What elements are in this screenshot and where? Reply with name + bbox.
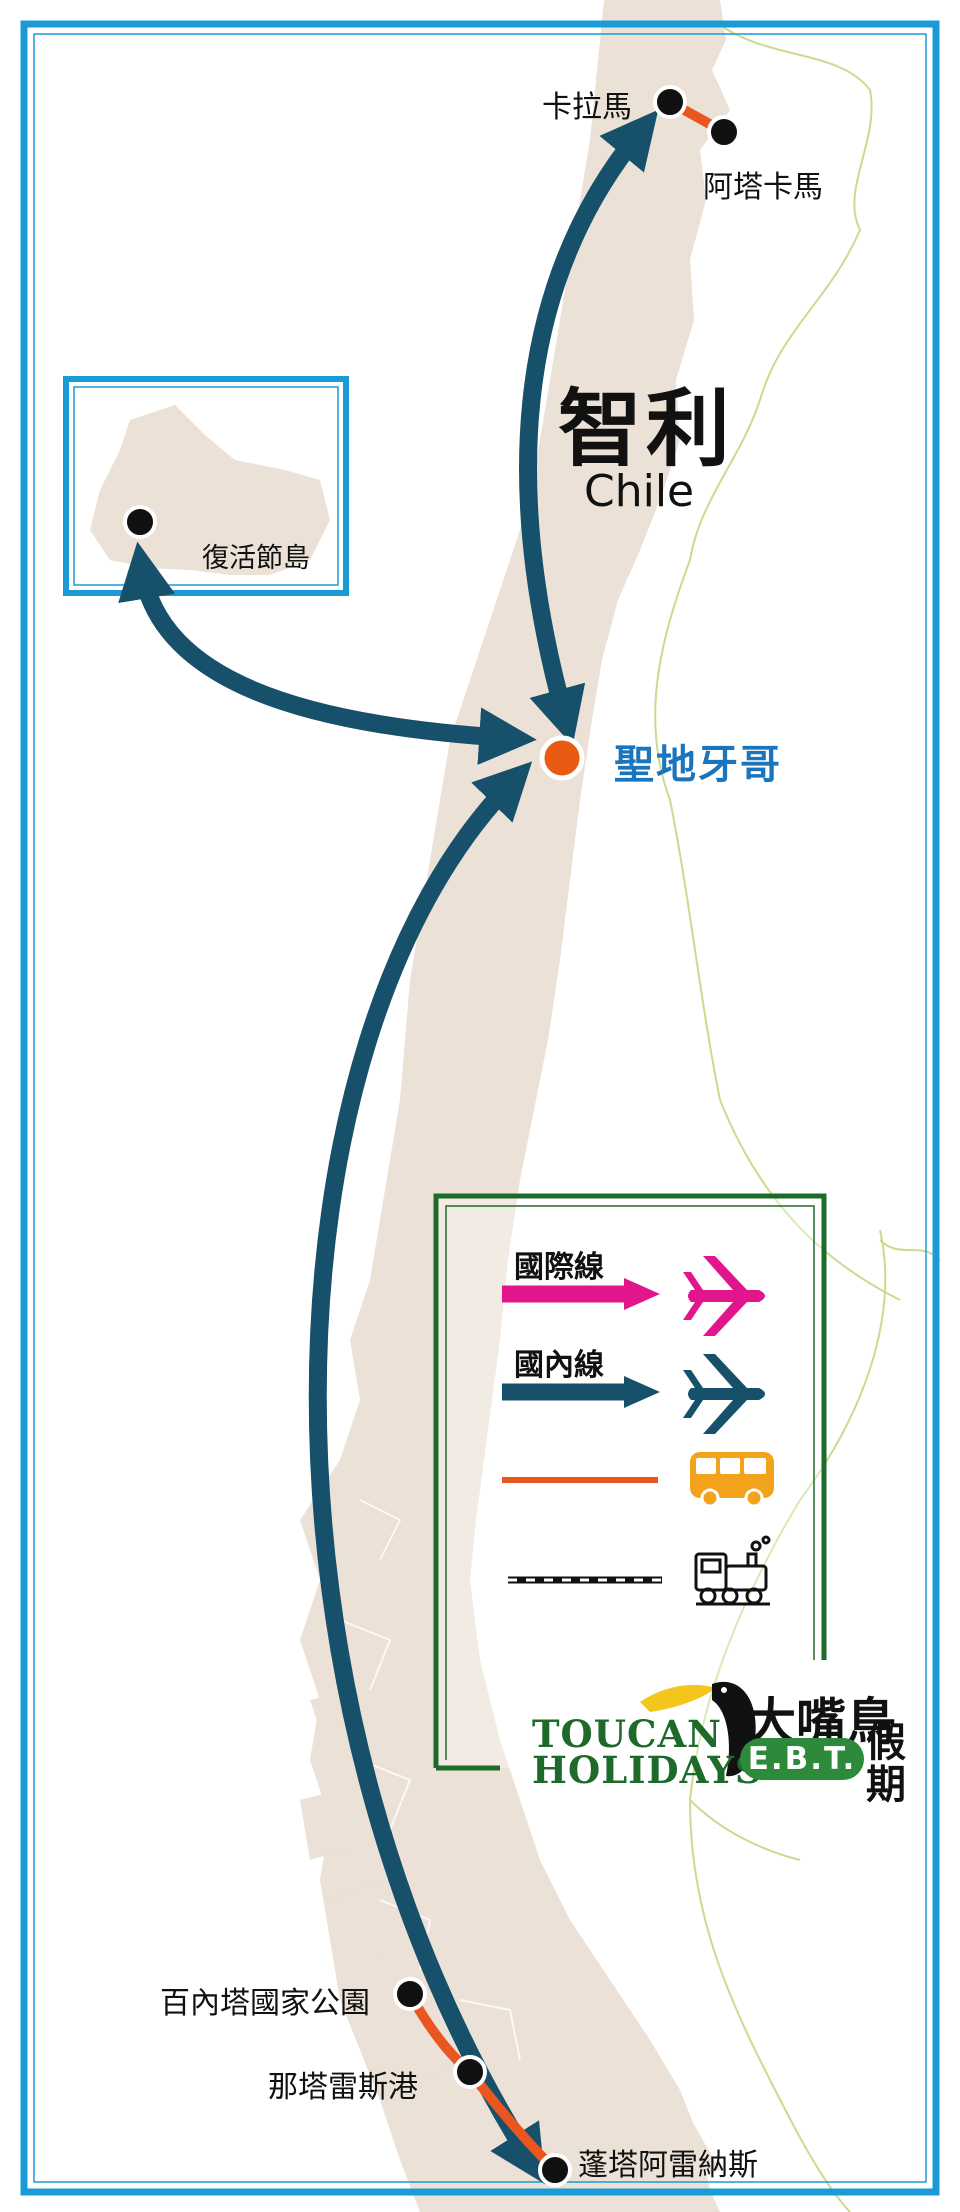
outer-frame [20, 20, 940, 2196]
legend-international-label: 國際線 [514, 1250, 604, 1285]
legend-frame-inner [445, 1205, 815, 1760]
marker-punta-arenas [538, 2153, 572, 2187]
label-atacama: 阿塔卡馬 [703, 170, 823, 205]
marker-easter-island [123, 505, 157, 539]
domestic-routes [118, 109, 659, 2185]
logo-zh-jia: 假 [866, 1720, 906, 1766]
marker-atacama [707, 115, 741, 149]
label-torres-del-paine: 百內塔國家公園 [160, 1986, 370, 2021]
label-punta-arenas: 蓬塔阿雷納斯 [578, 2148, 758, 2183]
marker-torres-del-paine [393, 1977, 427, 2011]
chile-mainland [300, 0, 730, 2212]
legend-bus-icon [690, 1452, 774, 1508]
legend-frame-outer [433, 1193, 827, 1768]
logo-zh-qi: 期 [866, 1762, 906, 1808]
legend-train-icon [694, 1535, 771, 1606]
label-puerto-natales: 那塔雷斯港 [268, 2070, 418, 2105]
legend-panel [433, 1193, 827, 1771]
country-name-zh: 智利 [558, 380, 735, 478]
legend-domestic-label: 國內線 [514, 1348, 604, 1383]
route-santiago-calama [519, 109, 659, 746]
route-easter-santiago [118, 541, 537, 765]
neighbour-borders [654, 24, 941, 2212]
legend-international-plane-icon [683, 1256, 765, 1336]
marker-santiago [539, 735, 585, 781]
label-easter-island: 復活節島 [202, 543, 310, 574]
country-name-en: Chile [584, 466, 695, 517]
label-calama: 卡拉馬 [542, 90, 632, 125]
logo-ebt-badge: E.B.T. [740, 1738, 864, 1780]
route-santiago-puntaarenas [308, 761, 546, 2185]
legend-domestic-plane-icon [683, 1354, 765, 1434]
logo-line-holidays: HOLIDAYS [532, 1748, 763, 1792]
toucan-beak [640, 1684, 716, 1712]
logo-line-toucan: TOUCAN [532, 1712, 723, 1756]
marker-puerto-natales [453, 2055, 487, 2089]
city-markers [123, 85, 741, 2187]
label-santiago: 聖地牙哥 [614, 742, 782, 788]
marker-calama [653, 85, 687, 119]
